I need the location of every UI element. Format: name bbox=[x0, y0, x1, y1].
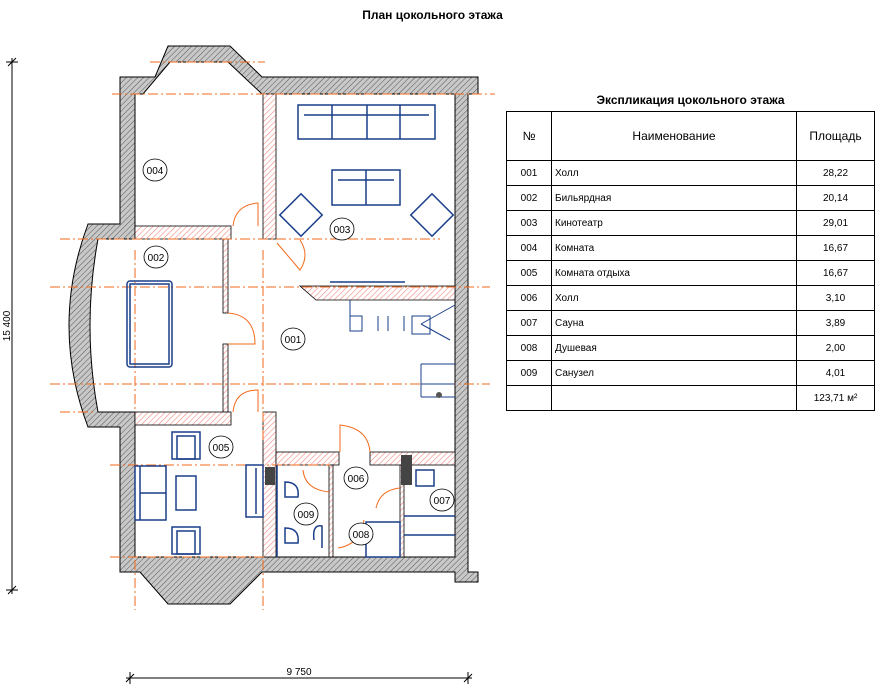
room-number: 001 bbox=[506, 160, 552, 186]
height-dimension-label: 15 400 bbox=[2, 310, 13, 341]
room-name: Бильярдная bbox=[551, 185, 797, 211]
room-name: Кинотеатр bbox=[551, 210, 797, 236]
header-name: Наименование bbox=[551, 111, 797, 161]
room-name: Комната bbox=[551, 235, 797, 261]
room-name: Санузел bbox=[551, 360, 797, 386]
furniture bbox=[126, 104, 456, 558]
room-tag-007: 007 bbox=[429, 488, 455, 512]
room-area: 3,10 bbox=[796, 285, 875, 311]
room-area: 4,01 bbox=[796, 360, 875, 386]
explication-title: Экспликация цокольного этажа bbox=[596, 93, 785, 107]
room-area: 20,14 bbox=[796, 185, 875, 211]
table-header: № Наименование Площадь bbox=[506, 111, 875, 161]
room-tag-001: 001 bbox=[280, 327, 306, 351]
room-number: 003 bbox=[506, 210, 552, 236]
room-name: Холл bbox=[551, 285, 797, 311]
drawing-title: План цокольного этажа bbox=[362, 8, 503, 22]
doors bbox=[227, 202, 401, 549]
room-tag-label: 004 bbox=[147, 166, 164, 177]
empty-cell bbox=[506, 385, 552, 411]
header-area: Площадь bbox=[796, 111, 875, 161]
room-number: 005 bbox=[506, 260, 552, 286]
room-area: 28,22 bbox=[796, 160, 875, 186]
room-name: Холл bbox=[551, 160, 797, 186]
room-number: 008 bbox=[506, 335, 552, 361]
room-tag-003: 003 bbox=[329, 217, 355, 241]
room-area: 2,00 bbox=[796, 335, 875, 361]
room-tag-label: 006 bbox=[348, 474, 365, 485]
room-name: Комната отдыха bbox=[551, 260, 797, 286]
room-tag-label: 005 bbox=[213, 443, 230, 454]
room-area: 16,67 bbox=[796, 260, 875, 286]
width-dimension-label: 9 750 bbox=[286, 667, 311, 678]
table-total-row: 123,71 м² bbox=[506, 385, 875, 411]
room-tag-label: 003 bbox=[334, 225, 351, 236]
room-tag-006: 006 bbox=[343, 466, 369, 490]
room-number: 004 bbox=[506, 235, 552, 261]
empty-cell bbox=[551, 385, 797, 411]
interior-partitions bbox=[134, 93, 456, 558]
room-tag-label: 007 bbox=[434, 496, 451, 507]
room-number: 002 bbox=[506, 185, 552, 211]
room-tag-label: 002 bbox=[148, 253, 165, 264]
dimension-width: 9 750 bbox=[125, 667, 473, 684]
room-area: 16,67 bbox=[796, 235, 875, 261]
room-tag-label: 009 bbox=[298, 510, 315, 521]
header-number: № bbox=[506, 111, 552, 161]
fixtures bbox=[265, 455, 412, 485]
room-number: 009 bbox=[506, 360, 552, 386]
room-tag-label: 008 bbox=[353, 530, 370, 541]
dimension-height: 15 400 bbox=[2, 57, 18, 595]
room-name: Душевая bbox=[551, 335, 797, 361]
room-area: 29,01 bbox=[796, 210, 875, 236]
room-tag-label: 001 bbox=[285, 335, 302, 346]
room-number: 007 bbox=[506, 310, 552, 336]
floor-plan: 001 002 003 004 005 006 007 008 009 15 4… bbox=[2, 45, 495, 684]
total-area: 123,71 м² bbox=[796, 385, 875, 411]
axis-lines bbox=[50, 61, 495, 610]
room-tag-008: 008 bbox=[348, 522, 374, 546]
room-number: 006 bbox=[506, 285, 552, 311]
room-tag-002: 002 bbox=[143, 245, 169, 269]
room-name: Сауна bbox=[551, 310, 797, 336]
room-tag-005: 005 bbox=[208, 435, 234, 459]
room-tag-004: 004 bbox=[142, 158, 168, 182]
room-area: 3,89 bbox=[796, 310, 875, 336]
room-tag-009: 009 bbox=[293, 502, 319, 526]
